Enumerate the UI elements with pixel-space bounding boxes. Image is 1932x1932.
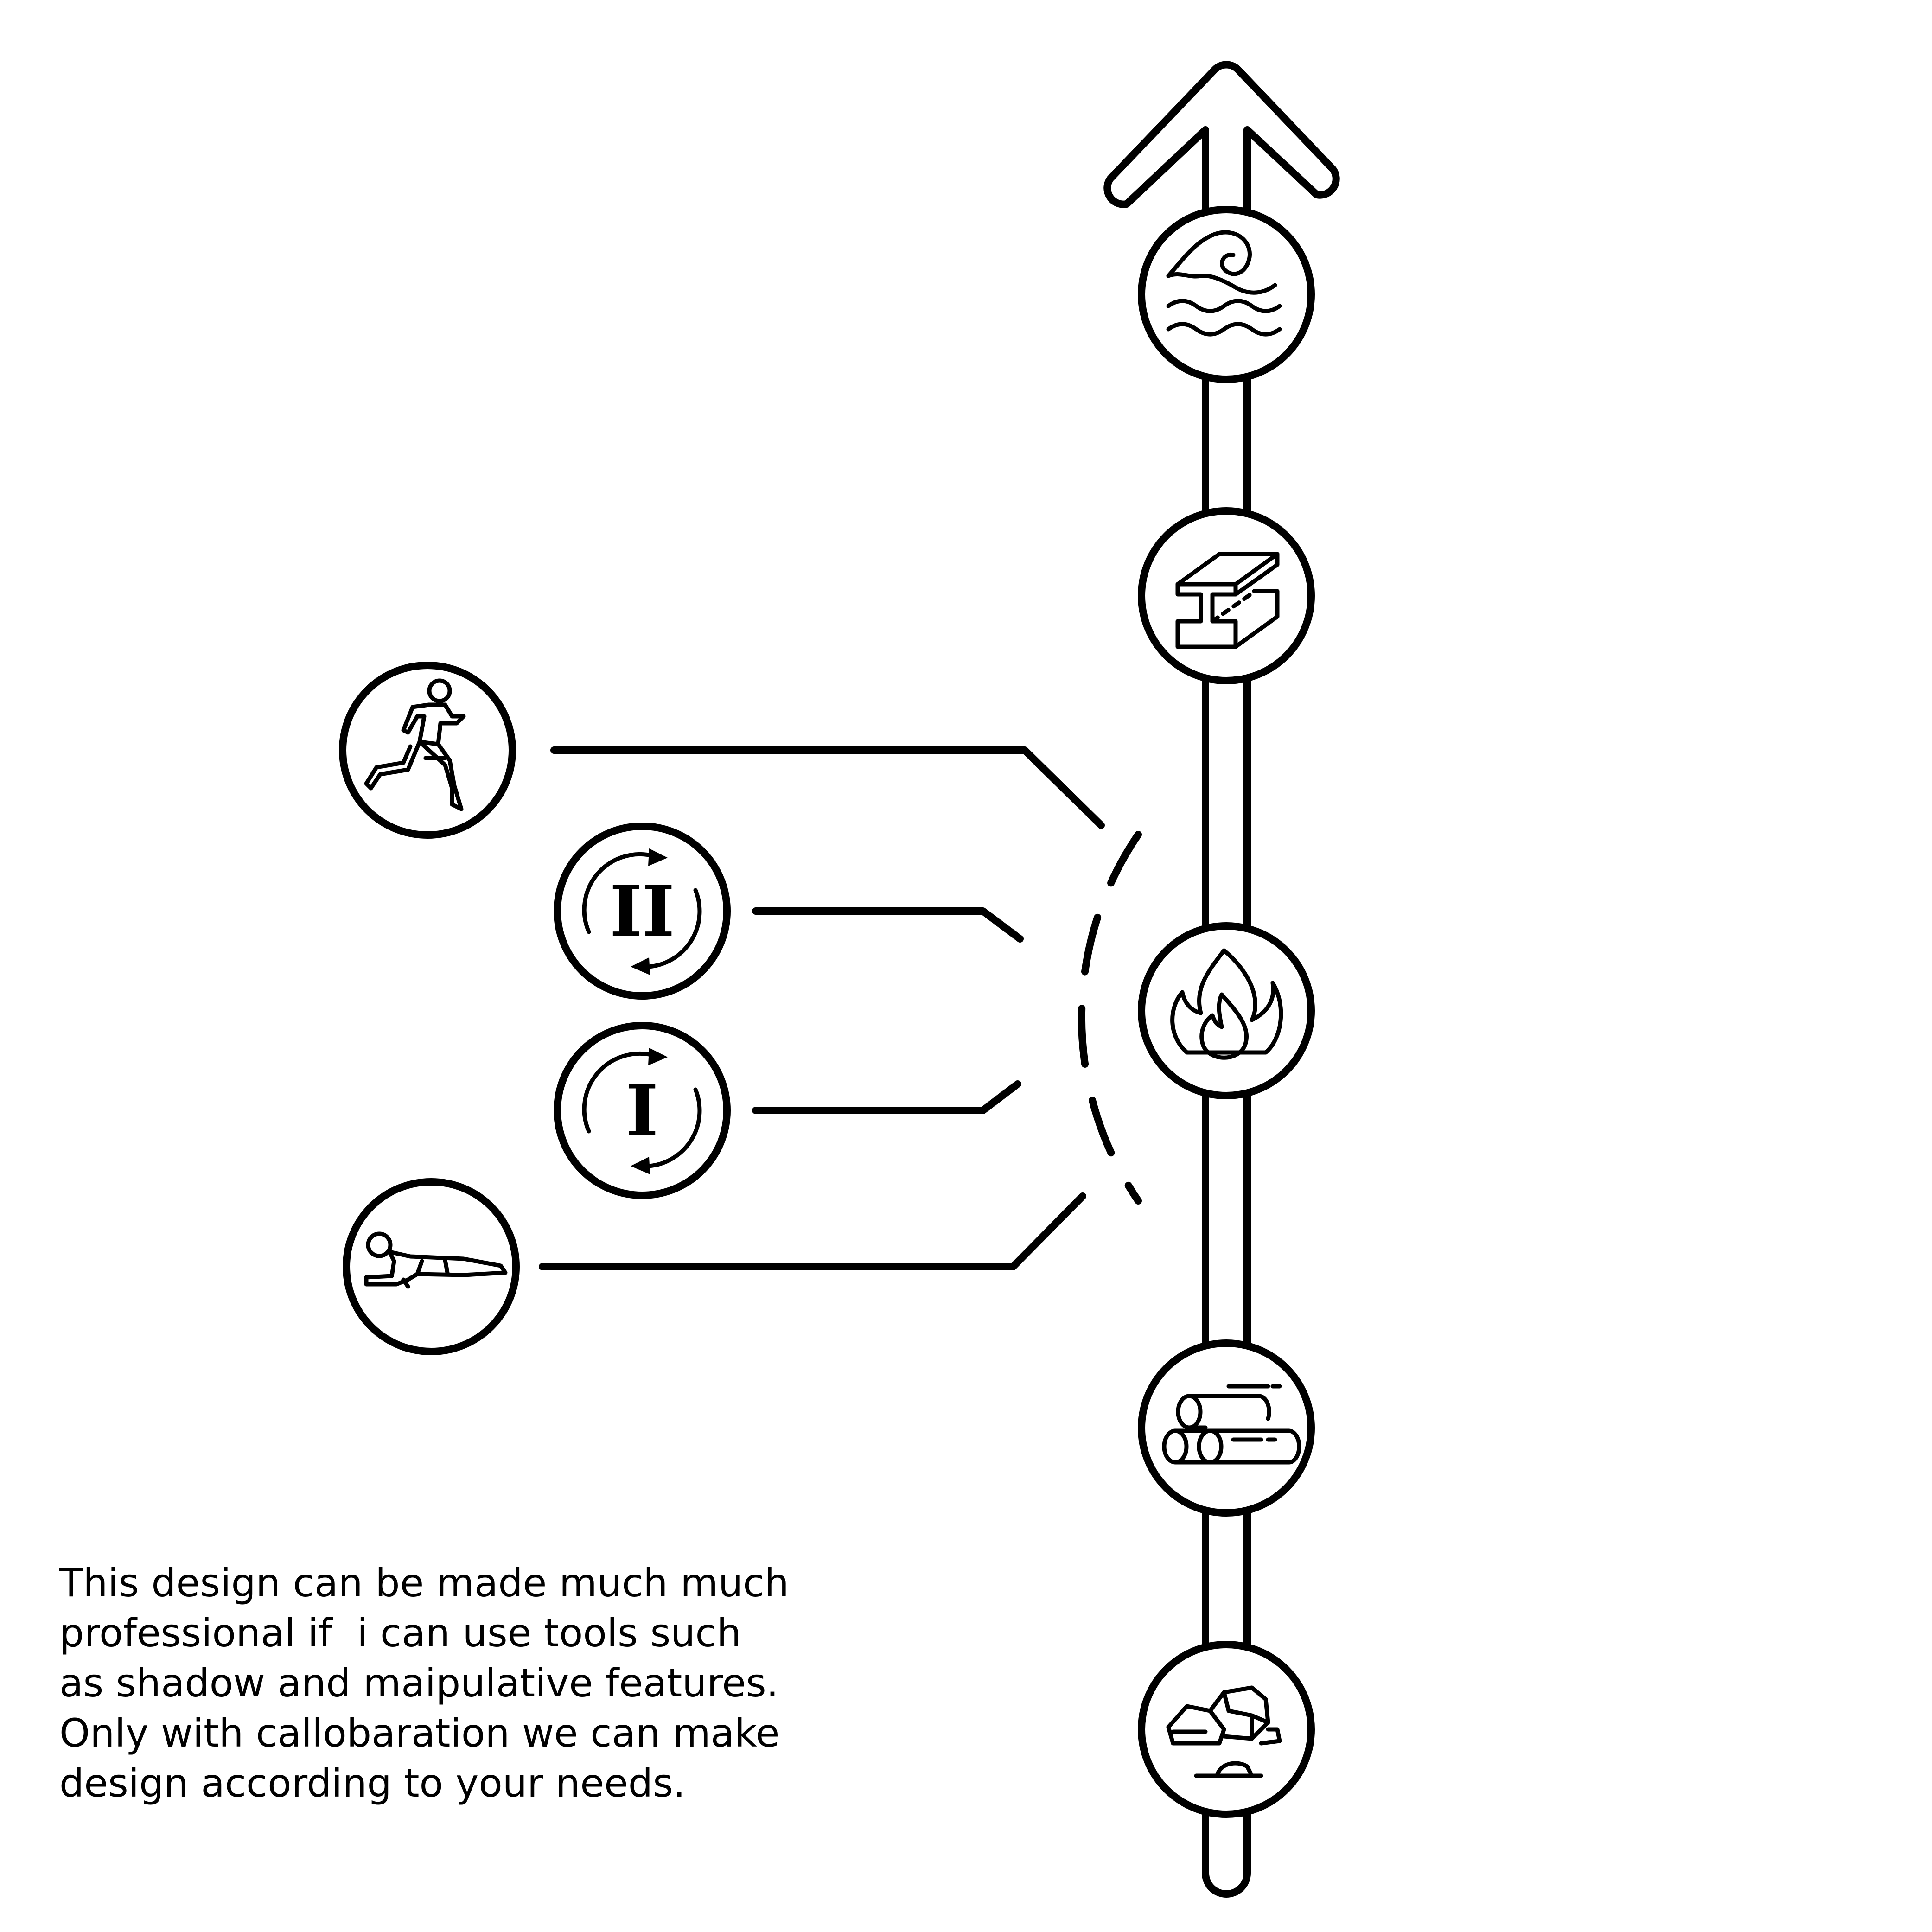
note-text: This design can be made much much profes… xyxy=(59,1558,940,1808)
dashed-arc xyxy=(1078,831,1142,1205)
steel-beam-icon xyxy=(1138,507,1315,684)
note-line: as shadow and maipulative features. xyxy=(59,1660,779,1706)
cycle-one-label: I xyxy=(626,1070,658,1152)
cycle-two-label: II xyxy=(610,871,675,952)
arrow-head xyxy=(1103,61,1340,208)
wave-icon xyxy=(1138,206,1315,383)
fire-icon xyxy=(1138,922,1315,1099)
note-line: Only with callobaration we can make xyxy=(59,1710,780,1756)
plank-exercise-icon xyxy=(343,1178,520,1355)
logs-icon xyxy=(1138,1339,1315,1517)
rocks-icon xyxy=(1138,1641,1315,1818)
note-line: professional if i can use tools such xyxy=(59,1610,741,1656)
cycle-two-icon: II xyxy=(554,823,731,1000)
note-line: design according to your needs. xyxy=(59,1760,686,1806)
runner-icon xyxy=(339,662,516,839)
connectors xyxy=(539,746,1105,1270)
cycle-one-icon: I xyxy=(554,1022,731,1199)
note-line: This design can be made much much xyxy=(59,1560,789,1606)
main-axis xyxy=(1103,61,1340,1898)
